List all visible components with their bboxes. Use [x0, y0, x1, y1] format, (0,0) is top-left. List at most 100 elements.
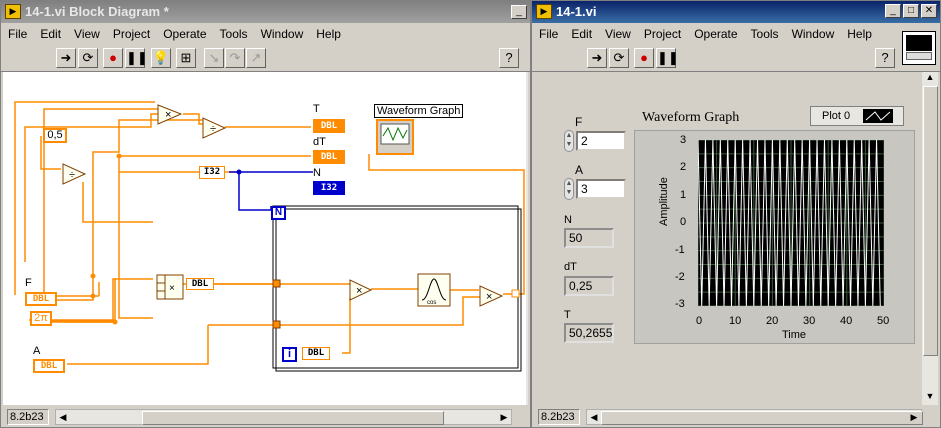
- block-diagram-statusbar: 8.2b23 ◀ ▶: [3, 409, 512, 425]
- block-diagram-titlebar[interactable]: ▶ 14-1.vi Block Diagram *: [1, 1, 530, 23]
- x-tick-10: 10: [729, 315, 742, 327]
- menu-edit[interactable]: Edit: [40, 27, 62, 41]
- front-panel-titlebar[interactable]: ▶ 14-1.vi _ □ ✕: [532, 1, 940, 23]
- y-tick-neg2: -2: [675, 271, 685, 283]
- horizontal-scrollbar[interactable]: ◀ ▶: [55, 409, 512, 425]
- menu-project[interactable]: Project: [643, 27, 682, 41]
- control-a-input[interactable]: 3: [576, 179, 626, 199]
- retain-wire-values-icon[interactable]: ⊞: [176, 48, 196, 68]
- scroll-right-icon[interactable]: ▶: [910, 412, 918, 422]
- loop-iteration-terminal: i: [282, 347, 297, 362]
- menu-file[interactable]: File: [8, 27, 28, 41]
- menu-tools[interactable]: Tools: [219, 27, 248, 41]
- menu-operate[interactable]: Operate: [163, 27, 207, 41]
- menu-help[interactable]: Help: [847, 27, 872, 41]
- menu-view[interactable]: View: [605, 27, 631, 41]
- block-diagram-edge: [526, 72, 528, 405]
- indicator-n-label: N: [564, 214, 572, 226]
- terminal-t-dbl[interactable]: DBL: [313, 119, 345, 133]
- minimize-button[interactable]: _: [511, 5, 527, 19]
- plot-legend[interactable]: Plot 0: [810, 106, 904, 126]
- terminal-n-label: N: [313, 167, 321, 179]
- run-continuously-icon[interactable]: ⟳: [609, 48, 629, 68]
- step-out-icon[interactable]: ↗: [246, 48, 266, 68]
- scroll-up-icon[interactable]: ▲: [925, 72, 935, 82]
- terminal-a-label: A: [33, 345, 41, 357]
- front-panel-statusbar: 8.2b23 ◀ ▶: [534, 409, 923, 425]
- svg-text:×: ×: [356, 285, 362, 297]
- menu-file[interactable]: File: [539, 27, 559, 41]
- block-diagram-canvas[interactable]: × ÷ ÷ × × cos × 0,5 2π F DBL A: [3, 72, 528, 405]
- constant-half[interactable]: 0,5: [43, 128, 67, 143]
- control-f-label: F: [575, 115, 583, 129]
- series-plot-0: [698, 140, 881, 306]
- scroll-left-icon[interactable]: ◀: [59, 412, 67, 422]
- context-help-icon[interactable]: ?: [875, 48, 895, 68]
- control-a-stepper[interactable]: ▲▼: [564, 178, 574, 200]
- y-tick-3: 3: [680, 134, 687, 146]
- pause-icon[interactable]: ❚❚: [656, 48, 679, 68]
- indicator-dt-value: 0,25: [564, 276, 614, 296]
- step-over-icon[interactable]: ↷: [225, 48, 245, 68]
- terminal-a-dbl[interactable]: DBL: [33, 359, 65, 373]
- highlight-execution-icon[interactable]: 💡: [151, 48, 171, 68]
- vertical-scroll-thumb[interactable]: [923, 86, 938, 356]
- control-f-stepper[interactable]: ▲▼: [564, 130, 574, 152]
- constant-two-pi[interactable]: 2π: [30, 311, 52, 326]
- horizontal-scrollbar[interactable]: ◀ ▶: [586, 409, 923, 425]
- front-panel-window: ▶ 14-1.vi _ □ ✕ File Edit View Project O…: [531, 0, 941, 428]
- front-panel-title: 14-1.vi: [556, 4, 597, 19]
- maximize-button[interactable]: □: [903, 4, 919, 18]
- terminal-n-i32[interactable]: I32: [313, 181, 345, 195]
- menu-edit[interactable]: Edit: [571, 27, 593, 41]
- y-tick-1: 1: [680, 189, 687, 201]
- y-tick-0: 0: [680, 216, 687, 228]
- menu-tools[interactable]: Tools: [750, 27, 779, 41]
- menu-window[interactable]: Window: [791, 27, 835, 41]
- terminal-dt-dbl[interactable]: DBL: [313, 150, 345, 164]
- abort-icon[interactable]: ●: [103, 48, 123, 68]
- scroll-down-icon[interactable]: ▼: [925, 391, 935, 401]
- menu-project[interactable]: Project: [112, 27, 151, 41]
- svg-text:×: ×: [165, 109, 171, 121]
- svg-text:×: ×: [169, 283, 175, 294]
- graph-plot-area[interactable]: [698, 140, 884, 306]
- to-i32-function[interactable]: I32: [199, 166, 225, 179]
- minimize-button[interactable]: _: [885, 4, 901, 18]
- control-a-label: A: [575, 163, 584, 177]
- context-help-icon[interactable]: ?: [499, 48, 519, 68]
- menu-operate[interactable]: Operate: [694, 27, 738, 41]
- pause-icon[interactable]: ❚❚: [125, 48, 148, 68]
- step-into-icon[interactable]: ↘: [204, 48, 224, 68]
- run-arrow-icon[interactable]: ➜: [56, 48, 76, 68]
- scroll-thumb[interactable]: [601, 411, 923, 425]
- legend-label: Plot 0: [822, 110, 851, 122]
- menu-window[interactable]: Window: [260, 27, 304, 41]
- version-label: 8.2b23: [538, 409, 580, 425]
- scroll-right-icon[interactable]: ▶: [500, 412, 508, 422]
- loop-count-terminal[interactable]: N: [271, 206, 286, 220]
- terminal-f-dbl[interactable]: DBL: [25, 292, 57, 306]
- menu-view[interactable]: View: [74, 27, 100, 41]
- vi-connector-icon[interactable]: [902, 31, 936, 65]
- front-panel-vertical-scrollbar[interactable]: ▲ ▼: [922, 72, 938, 405]
- scroll-thumb[interactable]: [142, 411, 444, 425]
- block-diagram-window: ▶ 14-1.vi Block Diagram * _ File Edit Vi…: [0, 0, 531, 428]
- menu-help[interactable]: Help: [316, 27, 341, 41]
- window-controls: _ □ ✕: [885, 4, 937, 18]
- abort-icon[interactable]: ●: [634, 48, 654, 68]
- x-tick-0: 0: [696, 315, 703, 327]
- terminal-f-label: F: [25, 277, 32, 289]
- control-f-input[interactable]: 2: [576, 131, 626, 151]
- scroll-left-icon[interactable]: ◀: [590, 412, 598, 422]
- svg-text:cos: cos: [427, 300, 436, 306]
- multiply-array-dbl[interactable]: DBL: [186, 278, 214, 290]
- run-continuously-icon[interactable]: ⟳: [78, 48, 98, 68]
- y-tick-2: 2: [680, 161, 687, 173]
- close-button[interactable]: ✕: [921, 4, 937, 18]
- terminal-t-label: T: [313, 103, 320, 115]
- front-panel-menubar: File Edit View Project Operate Tools Win…: [532, 23, 940, 45]
- run-arrow-icon[interactable]: ➜: [587, 48, 607, 68]
- to-dbl-function[interactable]: DBL: [302, 347, 330, 360]
- version-label: 8.2b23: [7, 409, 49, 425]
